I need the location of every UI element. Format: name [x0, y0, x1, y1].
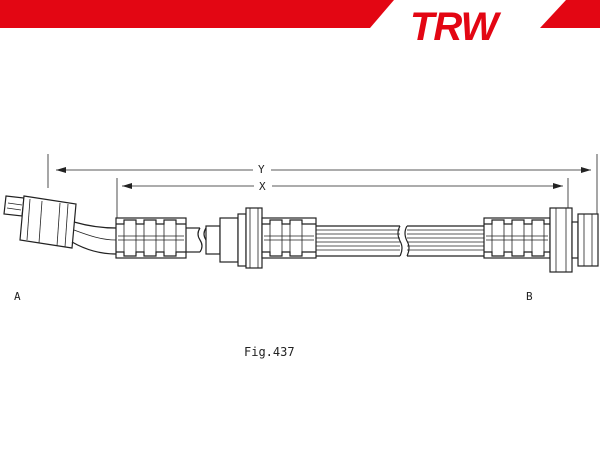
dimension-y-label: Y: [258, 163, 265, 176]
dimension-x-label: X: [259, 180, 266, 193]
dimension-x: X: [116, 178, 569, 222]
end-b-fitting: [483, 207, 599, 273]
middle-mount-fitting: [205, 207, 317, 269]
dimension-y: Y: [47, 154, 598, 215]
end-a-fitting: [3, 195, 117, 255]
left-crimp-ferrule: [115, 217, 187, 259]
end-a-label: A: [14, 290, 21, 303]
hose-main-ribbed: [316, 225, 484, 257]
trw-logo: TRW: [410, 5, 502, 49]
hose-segment-left: [186, 227, 209, 253]
header-red-band-left: [0, 0, 394, 28]
figure-caption: Fig.437: [244, 345, 295, 359]
header-red-band-right: [540, 0, 600, 28]
header-banner: TRW: [0, 0, 600, 49]
end-b-label: B: [526, 290, 533, 303]
